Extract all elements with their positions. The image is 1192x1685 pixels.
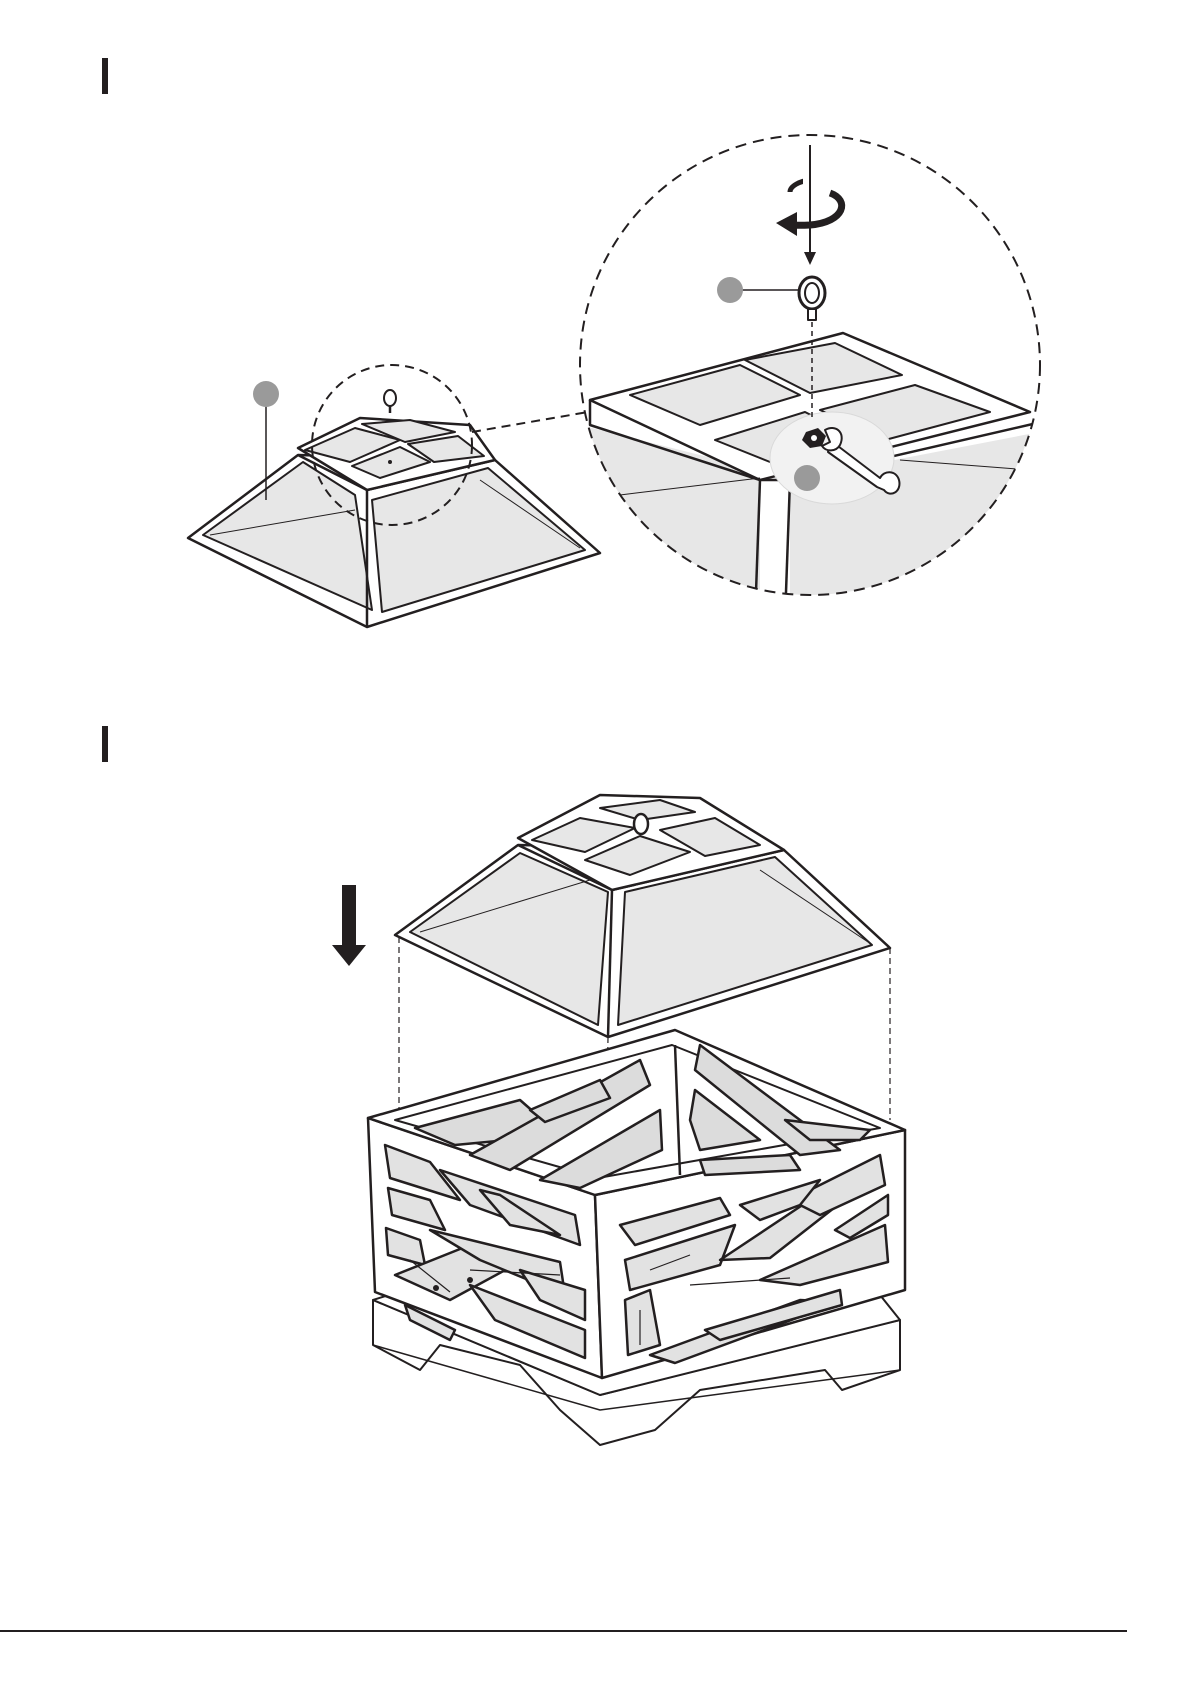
lid-placed bbox=[395, 795, 890, 1037]
callout-nut bbox=[794, 465, 820, 491]
step-2-illustration bbox=[332, 795, 905, 1445]
step-1-illustration bbox=[188, 135, 1050, 627]
footer-rule bbox=[0, 1630, 1127, 1632]
eye-bolt-icon bbox=[384, 390, 396, 413]
zoom-detail bbox=[560, 135, 1050, 620]
detail-connector bbox=[472, 412, 588, 432]
callout-eye-bolt bbox=[717, 277, 798, 303]
down-arrow-icon bbox=[332, 885, 366, 966]
rotate-arrow-icon bbox=[776, 145, 842, 265]
lid-assembly bbox=[188, 418, 600, 627]
fire-pit-body bbox=[368, 1030, 905, 1445]
